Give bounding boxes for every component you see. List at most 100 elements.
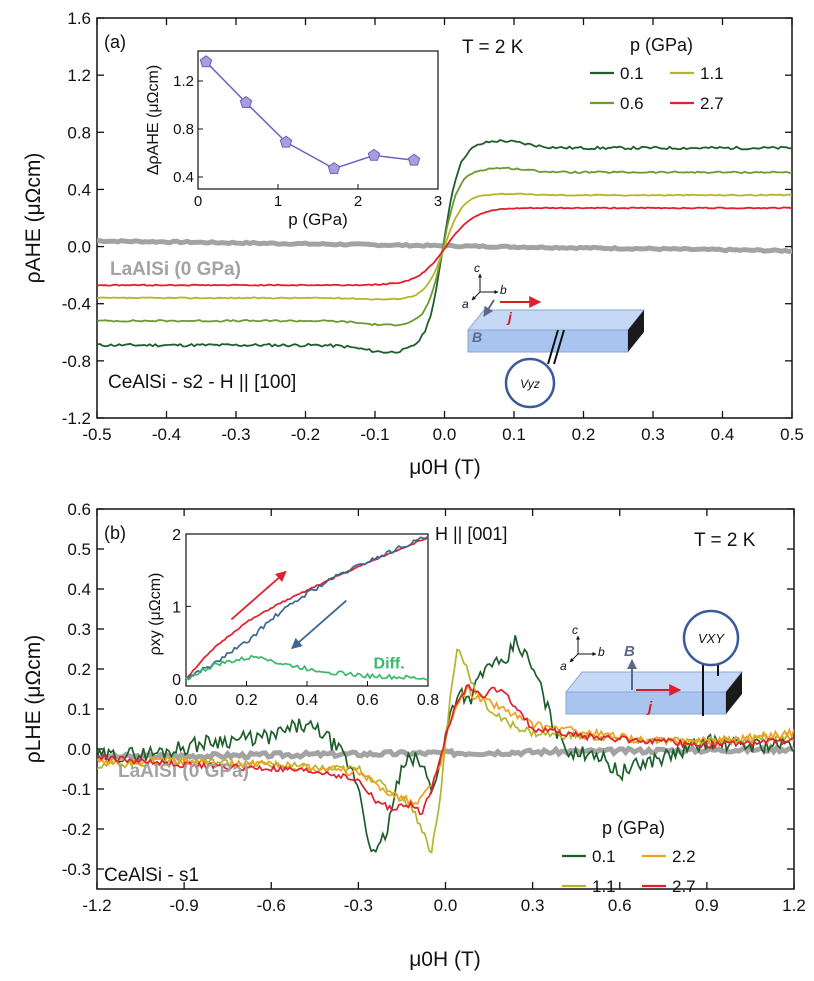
a-x-tick-label: 0.0 — [433, 425, 457, 444]
b-axis-b-label: b — [598, 645, 605, 659]
b-inset-x-tick-label: 0.6 — [356, 692, 378, 709]
a-x-tick-label: 0.3 — [641, 425, 665, 444]
a-x-tick-label: 0.4 — [711, 425, 735, 444]
b-voltmeter-label: VXY — [698, 631, 725, 646]
a-inset-marker — [327, 161, 341, 174]
a-sample-front — [467, 329, 629, 353]
a-field-arrow — [483, 299, 495, 317]
a-sample-side — [628, 310, 644, 352]
b-sample-label: CeAlSi - s1 — [104, 865, 199, 886]
a-inset-frame — [197, 50, 439, 190]
a-sample-top — [466, 309, 646, 331]
b-legend-title: p (GPa) — [602, 818, 665, 838]
a-legend-label: 0.1 — [620, 64, 644, 83]
a-legend-title: p (GPa) — [630, 35, 693, 55]
a-inset-y-tick-label: 1.2 — [173, 73, 194, 90]
a-wire — [553, 329, 565, 365]
a-current-label: j — [506, 309, 513, 325]
b-sample-side — [726, 672, 742, 714]
b-y-tick-label: 0.2 — [67, 660, 91, 679]
b-axis-c-label: c — [572, 623, 578, 637]
b-current-label: j — [646, 699, 653, 716]
b-legend-label: 1.1 — [592, 877, 616, 896]
a-inset-x-label: p (GPa) — [288, 210, 348, 229]
a-inset-x-tick-label: 2 — [354, 193, 362, 210]
b-y-tick-label: -0.2 — [62, 820, 91, 839]
b-reference-label: LaAlSi (0 GPa) — [118, 761, 249, 782]
a-x-tick-label: -0.2 — [291, 425, 320, 444]
b-y-tick-label: 0.1 — [67, 700, 91, 719]
b-axis-a — [569, 653, 579, 663]
b-inset-x-tick-label: 0.4 — [296, 692, 318, 709]
b-y-tick-label: 0.6 — [67, 500, 91, 519]
b-panel-label: (b) — [104, 523, 126, 543]
a-y-tick-label: 0.4 — [67, 180, 91, 199]
a-inset-x-tick-label: 0 — [194, 193, 202, 210]
b-inset-up-arrow — [230, 570, 287, 621]
b-inset-down-arrow — [291, 599, 347, 650]
a-temperature: T = 2 K — [462, 37, 524, 58]
b-inset-up-sweep — [185, 536, 429, 680]
b-x-tick-label: -0.9 — [169, 896, 198, 915]
a-y-tick-label: -1.2 — [62, 409, 91, 428]
a-panel-label: (a) — [104, 32, 126, 52]
b-plot-area — [97, 635, 794, 854]
a-legend-label: 1.1 — [700, 64, 724, 83]
a-plot-area — [97, 139, 792, 354]
a-axis-a-label: a — [462, 297, 469, 311]
a-inset-x-tick-label: 1 — [274, 193, 282, 210]
b-inset-y-label: ρxy (μΩcm) — [147, 573, 164, 656]
a-y-tick-label: 1.6 — [67, 9, 91, 28]
b-y-axis-label: ρLHE (μΩcm) — [22, 635, 45, 763]
a-x-tick-label: -0.4 — [152, 425, 181, 444]
b-inset-diff-label: Diff. — [374, 656, 405, 673]
b-inset-down-sweep — [186, 535, 429, 680]
a-voltmeter-label: Vyz — [520, 377, 540, 391]
a-field-label: B — [472, 329, 482, 345]
b-legend-label: 0.1 — [592, 847, 616, 866]
a-x-tick-label: 0.1 — [502, 425, 526, 444]
a-x-axis-label: μ0H (T) — [409, 456, 481, 479]
b-voltmeter — [682, 609, 740, 667]
a-sample-label: CeAlSi - s2 - H || [100] — [108, 372, 296, 393]
b-x-tick-label: 1.2 — [782, 896, 806, 915]
a-series-line — [97, 166, 792, 327]
b-legend-label: 2.2 — [672, 847, 696, 866]
a-inset-line — [205, 61, 415, 170]
a-legend-label: 0.6 — [620, 94, 644, 113]
a-axis-b-label: b — [500, 283, 507, 297]
a-voltmeter — [504, 357, 556, 409]
a-axis-c-label: c — [474, 261, 480, 275]
a-inset-x-tick-label: 3 — [434, 193, 442, 210]
b-y-tick-label: 0.3 — [67, 620, 91, 639]
b-inset-diff — [185, 654, 429, 682]
b-y-tick-label: 0.5 — [67, 540, 91, 559]
a-inset-marker — [239, 95, 253, 108]
a-series-line — [97, 206, 792, 287]
a-wire — [547, 329, 559, 365]
b-x-tick-label: -1.2 — [82, 896, 111, 915]
a-inset-marker — [367, 148, 381, 161]
b-y-tick-label: 0.4 — [67, 580, 91, 599]
b-x-tick-label: 0.9 — [695, 896, 719, 915]
a-y-tick-label: -0.8 — [62, 352, 91, 371]
a-x-tick-label: -0.3 — [221, 425, 250, 444]
a-x-tick-label: -0.5 — [82, 425, 111, 444]
b-inset-y-tick-label: 2 — [172, 527, 181, 544]
b-series-line — [97, 683, 794, 816]
b-x-axis-label: μ0H (T) — [409, 948, 481, 971]
b-inset-x-tick-label: 0.0 — [175, 692, 197, 709]
a-y-tick-label: 0.0 — [67, 238, 91, 257]
b-field-label: B — [624, 643, 635, 660]
a-reference-label: LaAlSi (0 GPa) — [110, 259, 241, 280]
a-y-tick-label: -0.4 — [62, 295, 91, 314]
b-x-tick-label: 0.3 — [521, 896, 545, 915]
a-x-tick-label: 0.2 — [572, 425, 596, 444]
b-legend-label: 2.7 — [672, 877, 696, 896]
b-axis-a-label: a — [560, 659, 567, 673]
a-series-line — [97, 192, 792, 301]
b-x-tick-label: 0.6 — [608, 896, 632, 915]
b-inset-x-tick-label: 0.2 — [235, 692, 257, 709]
